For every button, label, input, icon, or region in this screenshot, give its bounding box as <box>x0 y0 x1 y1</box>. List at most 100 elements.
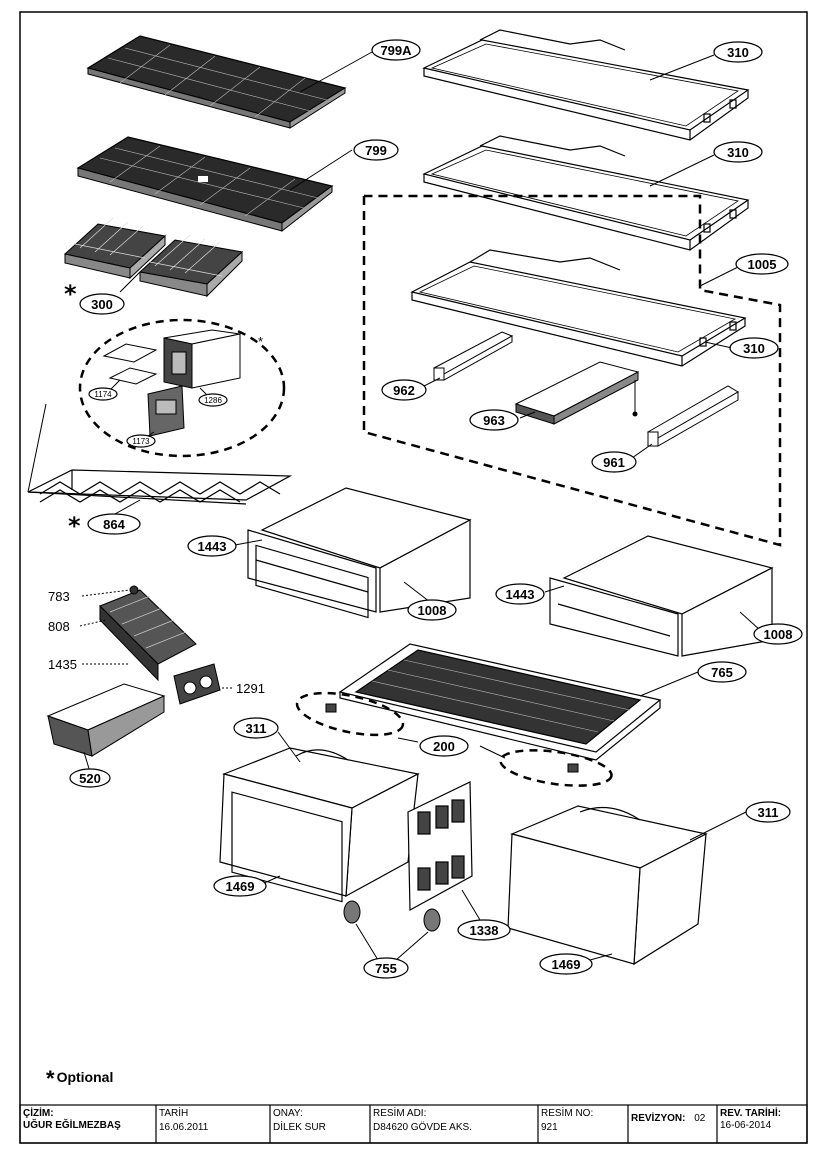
title-block-frame <box>19 1104 808 1144</box>
callout-1469a-bubble <box>213 875 267 897</box>
part-310-glass-shelf-lower <box>410 249 747 367</box>
callout-783: 783 <box>48 589 70 604</box>
callout-1286: 1286 <box>204 396 222 405</box>
leader-200-b <box>479 745 506 759</box>
callout-808: 808 <box>48 619 70 634</box>
leader-310-c <box>704 341 733 349</box>
callout-1173-bubble <box>126 434 156 448</box>
callout-1291: 1291 <box>236 681 265 696</box>
title-block-cizim: ÇİZİM: UĞUR EĞİLMEZBAŞ <box>20 1105 156 1143</box>
leader-311-a <box>277 731 301 763</box>
part-1338-divider <box>407 781 473 912</box>
part-1286-icebox <box>163 329 241 389</box>
callout-310c: 310 <box>743 341 765 356</box>
callout-1338-bubble <box>457 919 511 941</box>
part-1008-drawer-left <box>247 487 472 619</box>
part-961-rail <box>647 385 739 447</box>
optional-legend: *Optional <box>46 1066 113 1092</box>
part-1174-lid <box>102 343 158 385</box>
title-block-tarih: TARİH 16.06.2011 <box>156 1105 270 1143</box>
callout-1469b-bubble <box>539 953 593 975</box>
callout-962-bubble <box>381 379 427 401</box>
leader-1338 <box>461 889 481 921</box>
part-1469-crisper-left <box>219 747 420 903</box>
part-200-support-right <box>567 763 579 773</box>
dashed-group-1005 <box>362 194 782 547</box>
dashed-group-icebox <box>78 318 286 458</box>
callout-1469a: 1469 <box>226 879 255 894</box>
title-block-resim-adi: RESİM ADI: D84620 GÖVDE AKS. <box>370 1105 538 1143</box>
tarih-value: 16.06.2011 <box>159 1122 209 1133</box>
callout-1469b: 1469 <box>552 957 581 972</box>
cizim-value: UĞUR EĞİLMEZBAŞ <box>23 1120 121 1131</box>
callout-1008a: 1008 <box>418 603 447 618</box>
leader-864 <box>114 499 141 515</box>
callout-200: 200 <box>433 739 455 754</box>
callout-864-bubble <box>87 513 141 535</box>
leader-755-b <box>395 931 429 961</box>
callout-755-bubble <box>363 957 409 979</box>
part-783-clip <box>129 585 139 595</box>
optional-asterisk-300: * <box>64 280 77 308</box>
onay-label: ONAY: <box>273 1108 303 1119</box>
dashed-group-200-left <box>295 691 405 737</box>
leader-1443-a <box>234 539 263 546</box>
callout-799: 799 <box>365 143 387 158</box>
callout-799-bubble <box>353 139 399 161</box>
callout-1008b: 1008 <box>764 627 793 642</box>
part-755-wheel-right <box>423 908 441 932</box>
title-block-rev-tarihi: REV. TARİHİ: 16-06-2014 <box>717 1105 807 1143</box>
callout-311b-bubble <box>745 801 791 823</box>
callout-1008b-bubble <box>753 623 803 645</box>
resim-no-value: 921 <box>541 1122 558 1133</box>
callout-765: 765 <box>711 665 733 680</box>
title-block-resim-no: RESİM NO: 921 <box>538 1105 628 1143</box>
leader-1008-b <box>739 611 761 631</box>
leader-310-b <box>649 154 715 187</box>
leader-300 <box>119 271 141 293</box>
callout-963: 963 <box>483 413 505 428</box>
dashed-group-200-right <box>499 749 613 787</box>
asterisk-icon: * <box>46 1066 55 1091</box>
leader-1443-b <box>544 585 565 593</box>
callout-1174: 1174 <box>94 390 112 399</box>
resim-no-label: RESİM NO: <box>541 1108 594 1119</box>
callout-200-bubble <box>419 735 469 757</box>
part-1469-crisper-right <box>507 805 708 966</box>
callout-1435: 1435 <box>48 657 77 672</box>
callout-1443a: 1443 <box>198 539 227 554</box>
leader-799 <box>289 149 353 191</box>
rev-tarihi-label: REV. TARİHİ: <box>720 1108 782 1119</box>
svg-text:*: * <box>258 334 263 349</box>
cizim-label: ÇİZİM: <box>23 1108 54 1119</box>
leader-799A <box>299 51 373 93</box>
leader-864-rod <box>27 403 47 493</box>
callout-961: 961 <box>603 455 625 470</box>
leader-1469-b <box>589 953 613 961</box>
callout-1443a-bubble <box>187 535 237 557</box>
leader-310-a <box>649 54 715 81</box>
callout-310a: 310 <box>727 45 749 60</box>
callout-1005: 1005 <box>748 257 777 272</box>
leader-1005 <box>699 265 741 287</box>
revizyon-label: REVİZYON: <box>631 1113 686 1124</box>
resim-adi-label: RESİM ADI: <box>373 1108 427 1119</box>
part-310-glass-shelf-middle <box>422 135 750 251</box>
leader-765 <box>639 671 699 697</box>
callout-1005-bubble <box>735 253 789 275</box>
part-808-bottle-holder <box>99 589 197 682</box>
callout-520: 520 <box>79 771 101 786</box>
callout-311a: 311 <box>246 721 267 736</box>
part-963-drawer <box>514 361 640 425</box>
callout-799A: 799A <box>380 43 412 58</box>
callout-311b: 311 <box>758 805 779 820</box>
part-864-bottle-rack <box>27 469 293 505</box>
callout-765-bubble <box>697 661 747 683</box>
callout-300: 300 <box>91 297 113 312</box>
leader-311-b <box>689 811 747 841</box>
optional-legend-text: Optional <box>56 1069 114 1085</box>
part-310-glass-shelf-upper <box>422 29 750 141</box>
rev-tarihi-value: 16-06-2014 <box>720 1120 772 1131</box>
leader-200-a <box>397 737 419 743</box>
